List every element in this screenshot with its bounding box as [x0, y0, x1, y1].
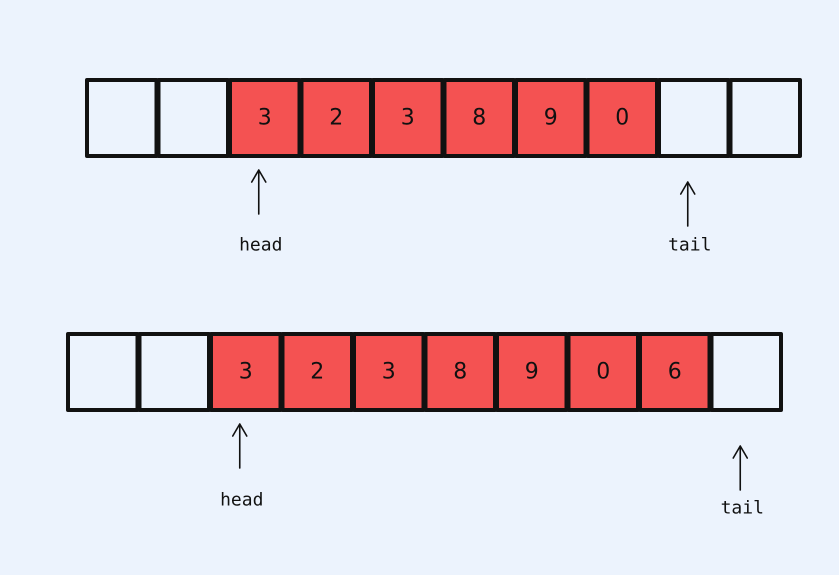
head-pointer-label: head — [239, 235, 282, 256]
queue-2: 3 2 3 8 9 0 6 head tail — [66, 332, 783, 519]
queue-cell: 9 — [495, 332, 569, 412]
queue-cell: 0 — [566, 332, 640, 412]
head-pointer: head — [239, 169, 282, 256]
tail-pointer-label: tail — [721, 498, 764, 519]
up-arrow-icon — [250, 169, 267, 215]
queue-cell: 8 — [423, 332, 497, 412]
cell-value: 8 — [453, 360, 467, 385]
head-pointer: head — [220, 423, 263, 511]
filled-cell-box — [280, 332, 354, 412]
cell-value: 2 — [329, 106, 343, 131]
cell-value: 8 — [472, 106, 486, 131]
queue-cell: 6 — [638, 332, 712, 412]
up-arrow-icon — [679, 181, 696, 227]
cell-value: 0 — [615, 106, 629, 131]
filled-cell-box — [228, 78, 302, 158]
cell-value: 3 — [401, 106, 415, 131]
filled-cell-box — [423, 332, 497, 412]
filled-cell-box — [514, 78, 588, 158]
queue-cell: 2 — [299, 78, 373, 158]
cell-value: 3 — [258, 106, 272, 131]
head-pointer-label: head — [220, 490, 263, 511]
queue-cell: 9 — [514, 78, 588, 158]
queue-cell: 3 — [209, 332, 283, 412]
cell-value: 0 — [596, 360, 610, 385]
empty-cell-box — [137, 332, 211, 412]
filled-cell-box — [352, 332, 426, 412]
queue-cell: 3 — [371, 78, 445, 158]
tail-pointer: tail — [721, 445, 764, 519]
filled-cell-box — [209, 332, 283, 412]
queue-cell — [137, 332, 211, 412]
filled-cell-box — [299, 78, 373, 158]
queue-cell: 3 — [228, 78, 302, 158]
queue-cell — [709, 332, 783, 412]
up-arrow-icon — [732, 445, 749, 491]
queue-cell — [66, 332, 140, 412]
filled-cell-box — [566, 332, 640, 412]
cell-value: 6 — [668, 360, 682, 385]
queue-cell — [728, 78, 802, 158]
queue-layer: 3 2 3 8 9 0 head tail 3 2 3 8 9 0 6 head tail — [66, 78, 802, 519]
empty-cell-box — [85, 78, 159, 158]
cell-value: 3 — [382, 360, 396, 385]
filled-cell-box — [371, 78, 445, 158]
queue-cell: 2 — [280, 332, 354, 412]
empty-cell-box — [709, 332, 783, 412]
empty-cell-box — [66, 332, 140, 412]
tail-pointer: tail — [668, 181, 711, 256]
queue-cell: 0 — [585, 78, 659, 158]
queue-cell — [657, 78, 731, 158]
empty-cell-box — [156, 78, 230, 158]
queue-1: 3 2 3 8 9 0 head tail — [85, 78, 802, 256]
queue-cell — [85, 78, 159, 158]
queue-cell — [156, 78, 230, 158]
cell-value: 9 — [544, 106, 558, 131]
tail-pointer-label: tail — [668, 235, 711, 256]
empty-cell-box — [657, 78, 731, 158]
cell-value: 9 — [525, 360, 539, 385]
cell-value: 3 — [239, 360, 253, 385]
queue-cell: 3 — [352, 332, 426, 412]
empty-cell-box — [728, 78, 802, 158]
up-arrow-icon — [231, 423, 248, 469]
cell-value: 2 — [310, 360, 324, 385]
queue-cell: 8 — [442, 78, 516, 158]
